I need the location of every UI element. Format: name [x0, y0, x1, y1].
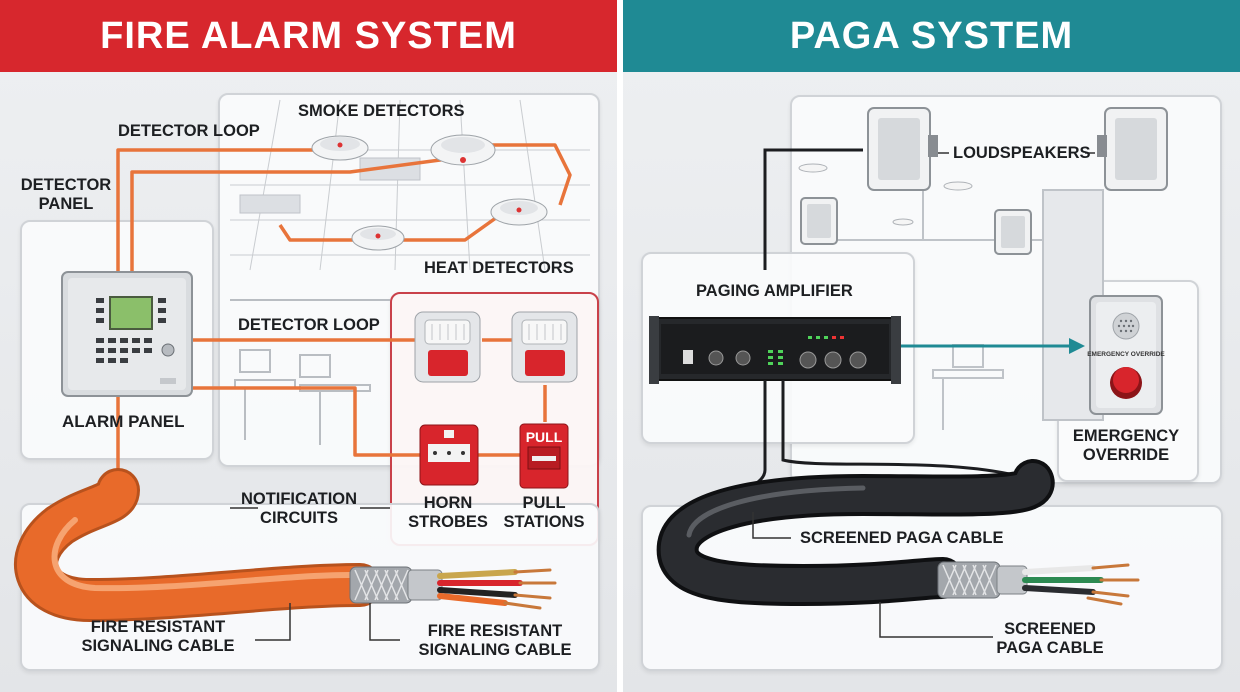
cable-right-line1: FIRE RESISTANT [427, 622, 563, 640]
paging-amplifier-label: PAGING AMPLIFIER [696, 282, 853, 300]
detector-panel-line2: PANEL [38, 195, 94, 213]
smoke-detector-icon [430, 134, 496, 166]
pull-station-icon [519, 423, 569, 489]
ceiling-grid [230, 99, 590, 271]
speaker-icon [867, 107, 938, 191]
cable-bottom-line1: SCREENED [1004, 620, 1096, 638]
cable-label-right: FIRE RESISTANT SIGNALING CABLE [410, 622, 580, 660]
override-arrow [901, 338, 1085, 354]
cable-icon [14, 468, 557, 623]
speaker-icon [800, 197, 838, 245]
heat-detector-icon [351, 225, 405, 251]
fire-alarm-title: FIRE ALARM SYSTEM [0, 0, 617, 72]
fire-alarm-section: FIRE ALARM SYSTEM [0, 0, 617, 692]
notification-circuits-label: NOTIFICATION CIRCUITS [236, 490, 362, 528]
horn-strobe-icon [414, 311, 481, 383]
emergency-override-label: EMERGENCY OVERRIDE [1057, 427, 1195, 465]
notification-line1: NOTIFICATION [240, 490, 358, 508]
paga-diagram: EMERGENCY OVERRIDE [649, 107, 1168, 638]
pull-line2: STATIONS [503, 513, 585, 531]
detector-loop-label-top: DETECTOR LOOP [118, 122, 260, 140]
notification-line2: CIRCUITS [260, 509, 338, 527]
speaker-icon [1097, 107, 1168, 191]
paga-title: PAGA SYSTEM [623, 0, 1240, 72]
cable-left-line2: SIGNALING CABLE [81, 637, 235, 655]
pull-line1: PULL [522, 494, 566, 512]
emergency-line1: EMERGENCY [1072, 427, 1180, 445]
horn-line1: HORN [423, 494, 473, 512]
speaker-icon [994, 209, 1032, 255]
section-divider [617, 0, 623, 692]
heat-detector-icon [490, 198, 548, 226]
cable-label-left: FIRE RESISTANT SIGNALING CABLE [78, 618, 238, 656]
detector-panel-line1: DETECTOR [20, 176, 112, 194]
horn-strobe-icon [511, 311, 578, 383]
detector-loop-wires [116, 143, 572, 490]
emergency-line2: OVERRIDE [1082, 446, 1170, 464]
amplifier-icon [649, 316, 901, 384]
screened-cable-label-top: SCREENED PAGA CABLE [800, 529, 1004, 547]
paga-section: PAGA SYSTEM [623, 0, 1240, 692]
cable-left-line1: FIRE RESISTANT [90, 618, 226, 636]
loudspeakers-label: LOUDSPEAKERS [953, 144, 1091, 162]
pull-station-icon [419, 424, 479, 486]
pull-sign-text: PULL [526, 429, 563, 445]
screened-cable-label-bottom: SCREENED PAGA CABLE [985, 620, 1115, 658]
cable-bottom-line2: PAGA CABLE [996, 639, 1104, 657]
override-button-icon [1089, 295, 1163, 415]
fire-alarm-diagram: PULL [14, 99, 590, 641]
detector-loop-label-mid: DETECTOR LOOP [238, 316, 380, 334]
alarm-panel-icon [61, 271, 193, 397]
cable-icon [656, 380, 1140, 607]
smoke-detectors-label: SMOKE DETECTORS [298, 102, 465, 120]
override-plate-text: EMERGENCY OVERRIDE [1087, 351, 1165, 358]
alarm-panel-label: ALARM PANEL [62, 412, 185, 431]
heat-detectors-label: HEAT DETECTORS [424, 259, 574, 277]
horn-line2: STROBES [408, 513, 488, 531]
horn-strobes-label: HORN STROBES [408, 494, 488, 532]
detector-panel-label: DETECTOR PANEL [20, 176, 112, 214]
cable-right-line2: SIGNALING CABLE [418, 641, 572, 659]
pull-stations-label: PULL STATIONS [500, 494, 588, 532]
smoke-detector-icon [311, 135, 369, 161]
